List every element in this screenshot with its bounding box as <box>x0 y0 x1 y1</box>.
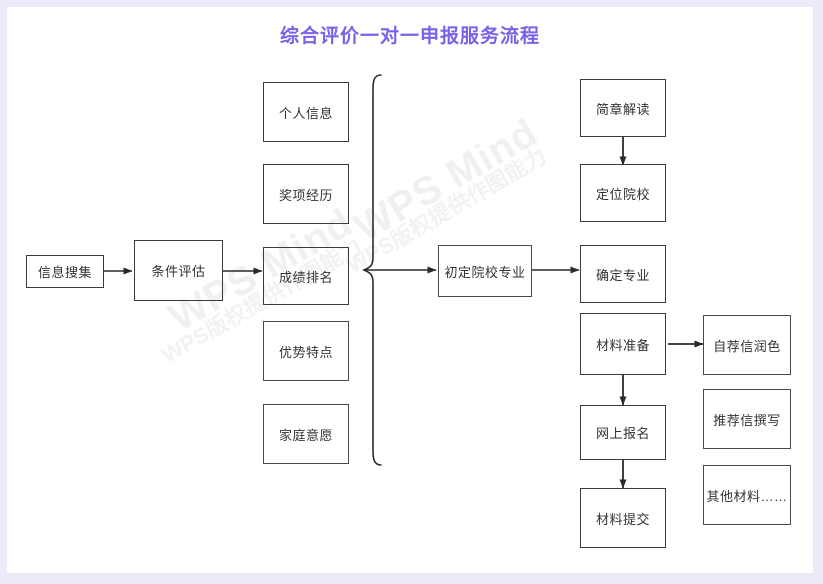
node-personal-info[interactable]: 个人信息 <box>263 82 349 142</box>
node-confirm-major[interactable]: 确定专业 <box>580 245 666 303</box>
node-other-materials[interactable]: 其他材料…… <box>703 465 791 525</box>
node-brochure-reading[interactable]: 简章解读 <box>580 79 666 137</box>
node-grade-rank[interactable]: 成绩排名 <box>263 247 349 305</box>
node-family-wish[interactable]: 家庭意愿 <box>263 404 349 464</box>
node-locate-school[interactable]: 定位院校 <box>580 164 666 222</box>
node-rec-letter-write[interactable]: 推荐信撰写 <box>703 389 791 449</box>
node-strength-traits[interactable]: 优势特点 <box>263 321 349 381</box>
node-self-rec-polish[interactable]: 自荐信润色 <box>703 315 791 375</box>
node-prelim-major[interactable]: 初定院校专业 <box>438 245 532 297</box>
node-online-apply[interactable]: 网上报名 <box>580 405 666 460</box>
node-info-collect[interactable]: 信息搜集 <box>26 255 104 288</box>
node-award-history[interactable]: 奖项经历 <box>263 164 349 224</box>
diagram-canvas: WPS Mind WPS版权提供作图能力 WPS Mind WPS版权提供作图能… <box>7 7 813 573</box>
connector-layer <box>103 74 704 489</box>
node-material-submit[interactable]: 材料提交 <box>580 488 666 548</box>
diagram-title: 综合评价一对一申报服务流程 <box>279 26 540 47</box>
node-material-prep[interactable]: 材料准备 <box>580 313 666 375</box>
group-brace <box>361 74 382 466</box>
node-condition-eval[interactable]: 条件评估 <box>134 240 223 301</box>
